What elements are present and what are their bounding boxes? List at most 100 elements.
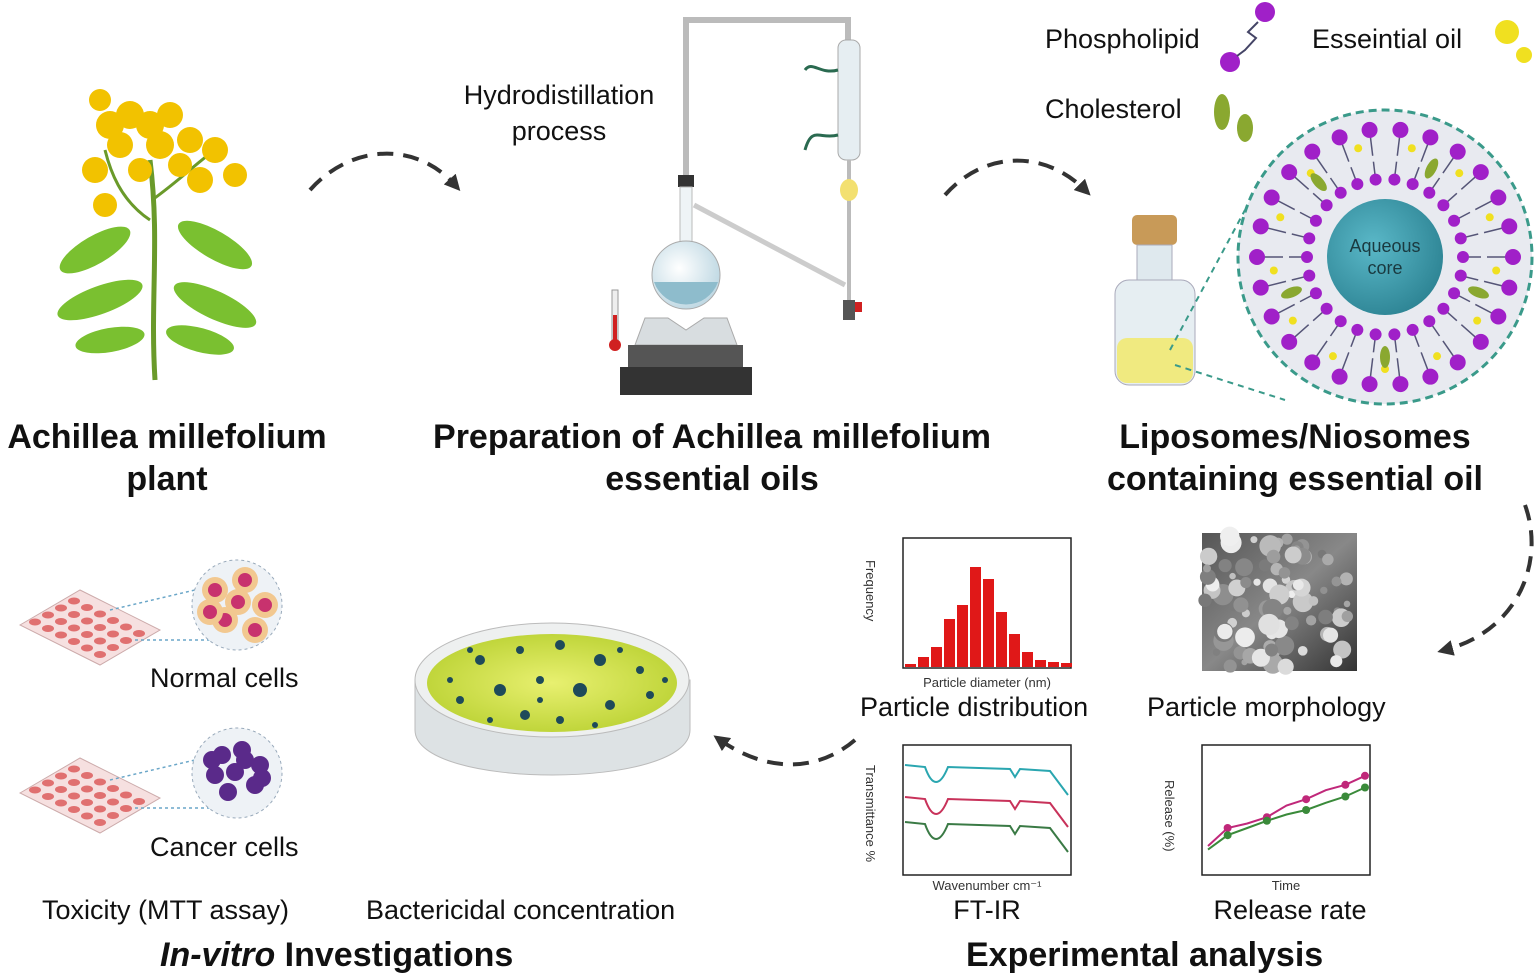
nanoparticle bbox=[1203, 564, 1211, 573]
phospholipid-head bbox=[1301, 251, 1313, 263]
phospholipid-head bbox=[1437, 302, 1450, 315]
cholesterol-molecule bbox=[1468, 286, 1489, 299]
well bbox=[120, 637, 132, 644]
bacterial-colony bbox=[536, 676, 544, 684]
bacterial-colony bbox=[487, 717, 493, 723]
well bbox=[68, 638, 80, 645]
sem-image bbox=[1198, 526, 1357, 675]
zoom-line-bottom bbox=[1174, 364, 1286, 401]
phospholipid-head bbox=[1249, 249, 1265, 265]
histogram-bar bbox=[996, 612, 1007, 667]
cell-nucleus bbox=[258, 598, 272, 612]
well bbox=[29, 618, 41, 626]
phospholipid-head bbox=[1309, 214, 1322, 227]
oil-vial-icon bbox=[1114, 215, 1196, 386]
nanoparticle bbox=[1265, 643, 1279, 657]
oil-droplet bbox=[1407, 144, 1416, 153]
phospholipid-head bbox=[1320, 302, 1333, 315]
cell-nucleus bbox=[238, 573, 252, 587]
phospholipid-icon bbox=[1220, 2, 1275, 72]
well bbox=[81, 812, 93, 820]
bacterial-colony bbox=[456, 696, 464, 704]
zoom-line-top bbox=[1169, 209, 1246, 351]
well bbox=[107, 630, 119, 638]
nanoparticle bbox=[1283, 606, 1292, 615]
toxicity-label: Toxicity (MTT assay) bbox=[42, 895, 290, 925]
bacterial-colony bbox=[520, 710, 530, 720]
bacterial-colony bbox=[537, 697, 543, 703]
bactericidal-label: Bactericidal concentration bbox=[366, 895, 676, 925]
oil-droplet bbox=[1485, 213, 1494, 222]
well bbox=[107, 617, 119, 624]
arrow-distillation-to-liposome bbox=[943, 158, 1091, 197]
phospholipid-head bbox=[1449, 354, 1466, 371]
normal-cells-plate-icon bbox=[18, 559, 283, 666]
particle-morphology-label: Particle morphology bbox=[1147, 692, 1386, 722]
cancer-cell bbox=[206, 766, 224, 784]
phospholipid-head bbox=[1331, 368, 1348, 385]
petri-dish-icon bbox=[414, 622, 691, 776]
nanoparticle bbox=[1305, 615, 1317, 626]
well bbox=[68, 611, 80, 618]
histogram-bar bbox=[905, 664, 916, 667]
histogram-bar bbox=[1022, 652, 1033, 667]
histogram-bar bbox=[1061, 663, 1072, 667]
release-curve bbox=[1207, 774, 1366, 847]
well bbox=[81, 799, 93, 806]
nanoparticle bbox=[1235, 627, 1255, 648]
nanoparticle bbox=[1199, 547, 1218, 566]
ftir-spectrum-line bbox=[904, 764, 1069, 796]
bacterial-colony bbox=[447, 677, 453, 683]
phospholipid-head bbox=[1423, 315, 1436, 328]
arrow-liposome-to-analysis bbox=[1437, 504, 1534, 656]
cancer-cells-plate-icon bbox=[18, 727, 283, 834]
well bbox=[68, 792, 80, 800]
legend-essential-oil: Esseintial oil bbox=[1312, 24, 1463, 54]
phospholipid-head bbox=[1406, 323, 1419, 336]
particle-distribution-chart bbox=[902, 537, 1072, 669]
nanoparticle bbox=[1198, 593, 1212, 607]
well bbox=[68, 806, 80, 813]
nanoparticle bbox=[1318, 609, 1333, 625]
phospholipid-head bbox=[1334, 315, 1347, 328]
phospholipid-head bbox=[1454, 269, 1467, 282]
bacterial-colony bbox=[475, 655, 485, 665]
phospholipid-head bbox=[1448, 287, 1461, 300]
phospholipid-head bbox=[1369, 173, 1382, 186]
nanoparticle bbox=[1240, 576, 1252, 589]
well bbox=[107, 798, 119, 806]
release-point bbox=[1341, 780, 1350, 789]
bacterial-colony bbox=[646, 691, 654, 699]
phospholipid-head bbox=[1263, 189, 1280, 206]
cancer-cell bbox=[219, 783, 237, 801]
release-point bbox=[1361, 771, 1369, 780]
bacterial-colony bbox=[662, 677, 668, 683]
nanoparticle bbox=[1233, 597, 1249, 613]
bacterial-colony bbox=[516, 646, 524, 654]
phospholipid-head bbox=[1361, 376, 1378, 393]
phospholipid-head bbox=[1501, 279, 1518, 296]
release-point bbox=[1302, 806, 1311, 814]
bacterial-colony bbox=[573, 683, 587, 697]
phospholipid-head bbox=[1309, 287, 1322, 300]
well bbox=[94, 778, 106, 786]
nanoparticle bbox=[1330, 655, 1343, 668]
phospholipid-head bbox=[1351, 178, 1364, 191]
well bbox=[68, 624, 80, 632]
phospholipid-head bbox=[1281, 333, 1298, 350]
nanoparticle bbox=[1218, 558, 1232, 573]
cholesterol-molecule bbox=[1310, 173, 1327, 192]
phospholipid-head bbox=[1505, 249, 1521, 265]
release-curve bbox=[1207, 786, 1366, 851]
bacterial-colony bbox=[467, 647, 473, 653]
phospholipid-head bbox=[1334, 186, 1347, 199]
phospholipid-head bbox=[1303, 269, 1316, 282]
well bbox=[55, 631, 67, 639]
distribution-ylabel: Frequency bbox=[863, 560, 878, 622]
well bbox=[120, 791, 132, 799]
oil-droplet bbox=[1269, 266, 1278, 275]
well bbox=[107, 644, 119, 651]
